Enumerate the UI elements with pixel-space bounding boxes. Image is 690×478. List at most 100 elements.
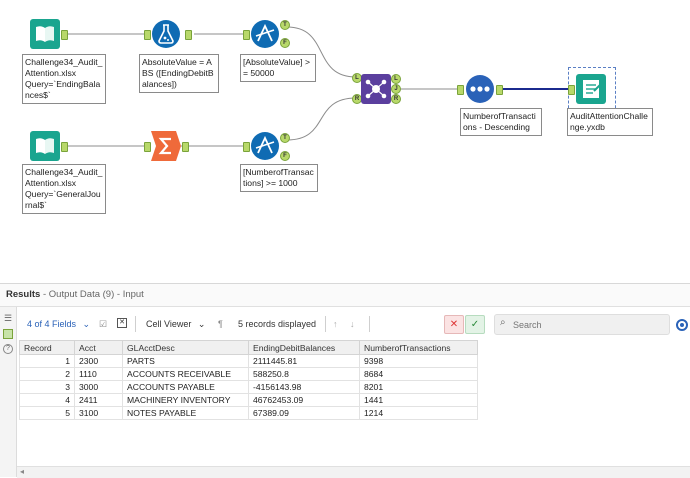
record-cell: 5 [19, 406, 75, 420]
join-tool[interactable] [361, 74, 391, 104]
table-cell: 46762453.09 [248, 393, 360, 407]
results-title-label: Results [6, 289, 41, 300]
table-cell: -4156143.98 [248, 380, 360, 394]
table-cell: 2111445.81 [248, 354, 360, 368]
join-output-anchor[interactable]: J [391, 84, 401, 94]
filter-tool[interactable] [250, 131, 280, 161]
connection-wires [66, 26, 568, 147]
results-side-strip: ☰ ? [0, 307, 17, 477]
output-anchor[interactable] [182, 142, 189, 152]
left-output-anchor[interactable]: L [391, 74, 401, 84]
table-cell: 8684 [359, 367, 478, 381]
table-header-row: Record Acct GLAcctDesc EndingDebitBalanc… [19, 340, 478, 355]
tool-annotation: AbsoluteValue = ABS ([EndingDebitBalance… [139, 54, 219, 93]
check-icon: ✓ [470, 319, 480, 330]
input-anchor[interactable] [568, 85, 575, 95]
table-row[interactable]: 1 2300 PARTS 2111445.81 9398 [19, 354, 478, 368]
x-box-icon[interactable]: ✕ [117, 314, 127, 334]
horizontal-scrollbar[interactable]: ◂ [17, 466, 690, 478]
summarize-tool[interactable] [151, 131, 181, 161]
table-cell: 8201 [359, 380, 478, 394]
record-cell: 3 [19, 380, 75, 394]
records-displayed: 5 records displayed [238, 319, 317, 329]
false-anchor[interactable]: F [280, 38, 290, 48]
pilcrow-icon[interactable]: ¶ [218, 319, 223, 329]
table-cell: 67389.09 [248, 406, 360, 420]
table-view-icon[interactable] [3, 329, 13, 339]
table-cell: 3000 [74, 380, 123, 394]
tool-annotation: Challenge34_Audit_Attention.xlsx Query=`… [22, 164, 106, 214]
table-cell: 2411 [74, 393, 123, 407]
tool-annotation: [NumberofTransactions] >= 1000 [240, 164, 318, 192]
true-anchor[interactable]: T [280, 133, 290, 143]
chevron-down-icon: ⌄ [197, 319, 206, 329]
book-icon [30, 131, 60, 161]
toolbar-divider [325, 316, 326, 332]
column-header[interactable]: NumberofTransactions [359, 340, 478, 355]
table-cell: ACCOUNTS RECEIVABLE [122, 367, 249, 381]
list-view-icon[interactable]: ☰ [3, 313, 13, 323]
input-anchor[interactable] [144, 142, 151, 152]
apply-filter-button[interactable]: ✓ [465, 315, 485, 334]
column-header[interactable]: EndingDebitBalances [248, 340, 360, 355]
table-row[interactable]: 5 3100 NOTES PAYABLE 67389.09 1214 [19, 406, 478, 420]
toolbar-divider [135, 316, 136, 332]
arrow-up-icon[interactable]: ↑ [333, 319, 338, 329]
arrow-down-icon[interactable]: ↓ [350, 319, 355, 329]
column-header[interactable]: Acct [74, 340, 123, 355]
filter-tool[interactable] [250, 19, 280, 49]
tool-annotation: NumberofTransactions - Descending [460, 108, 542, 136]
output-anchor[interactable] [61, 142, 68, 152]
column-header[interactable]: GLAcctDesc [122, 340, 249, 355]
table-row[interactable]: 2 1110 ACCOUNTS RECEIVABLE 588250.8 8684 [19, 367, 478, 381]
book-icon [30, 19, 60, 49]
fields-dropdown[interactable]: 4 of 4 Fields ⌄ [27, 314, 90, 334]
input-anchor[interactable] [243, 142, 250, 152]
workflow-canvas[interactable]: Challenge34_Audit_Attention.xlsx Query=`… [0, 0, 690, 283]
clear-filter-button[interactable]: ✕ [444, 315, 464, 334]
output-data-tool[interactable] [576, 74, 606, 104]
table-cell: NOTES PAYABLE [122, 406, 249, 420]
x-icon: ✕ [449, 319, 459, 330]
search-icon: ⌕ [500, 317, 506, 328]
cell-viewer-dropdown[interactable]: Cell Viewer ⌄ [146, 314, 205, 334]
flask-icon [152, 20, 180, 48]
input-anchor[interactable] [144, 30, 151, 40]
formula-tool[interactable] [151, 19, 181, 49]
target-icon[interactable] [676, 319, 688, 331]
results-header: Results - Output Data (9) - Input [0, 284, 690, 307]
tool-annotation: [AbsoluteValue] >= 50000 [240, 54, 316, 82]
scroll-left-icon[interactable]: ◂ [20, 467, 25, 476]
chevron-down-icon: ⌄ [82, 319, 91, 329]
sort-tool[interactable] [465, 74, 495, 104]
table-cell: 1110 [74, 367, 123, 381]
output-anchor[interactable] [496, 85, 503, 95]
output-anchor[interactable] [185, 30, 192, 40]
column-header[interactable]: Record [19, 340, 75, 355]
results-toolbar: 4 of 4 Fields ⌄ ☑ ✕ Cell Viewer ⌄ ¶ 5 re… [17, 310, 690, 338]
input-anchor[interactable] [243, 30, 250, 40]
output-anchor[interactable] [61, 30, 68, 40]
table-row[interactable]: 3 3000 ACCOUNTS PAYABLE -4156143.98 8201 [19, 380, 478, 394]
results-table: Record Acct GLAcctDesc EndingDebitBalanc… [19, 340, 478, 420]
help-icon[interactable]: ? [3, 344, 13, 354]
record-cell: 1 [19, 354, 75, 368]
results-grid[interactable]: Record Acct GLAcctDesc EndingDebitBalanc… [19, 340, 478, 420]
checkbox-icon[interactable]: ☑ [99, 319, 108, 329]
table-cell: PARTS [122, 354, 249, 368]
toolbar-divider [369, 316, 370, 332]
input-data-tool[interactable] [30, 131, 60, 161]
table-row[interactable]: 4 2411 MACHINERY INVENTORY 46762453.09 1… [19, 393, 478, 407]
true-anchor[interactable]: T [280, 20, 290, 30]
input-data-tool[interactable] [30, 19, 60, 49]
false-anchor[interactable]: F [280, 151, 290, 161]
sort-icon [466, 75, 494, 103]
tool-annotation: AuditAttentionChallenge.yxdb [567, 108, 653, 136]
search-box[interactable]: ⌕ [494, 314, 670, 335]
panel-splitter[interactable] [0, 283, 690, 284]
input-anchor[interactable] [457, 85, 464, 95]
search-input[interactable] [511, 317, 665, 333]
results-subtitle: - Output Data (9) - Input [40, 289, 144, 300]
right-output-anchor[interactable]: R [391, 94, 401, 104]
table-cell: 3100 [74, 406, 123, 420]
